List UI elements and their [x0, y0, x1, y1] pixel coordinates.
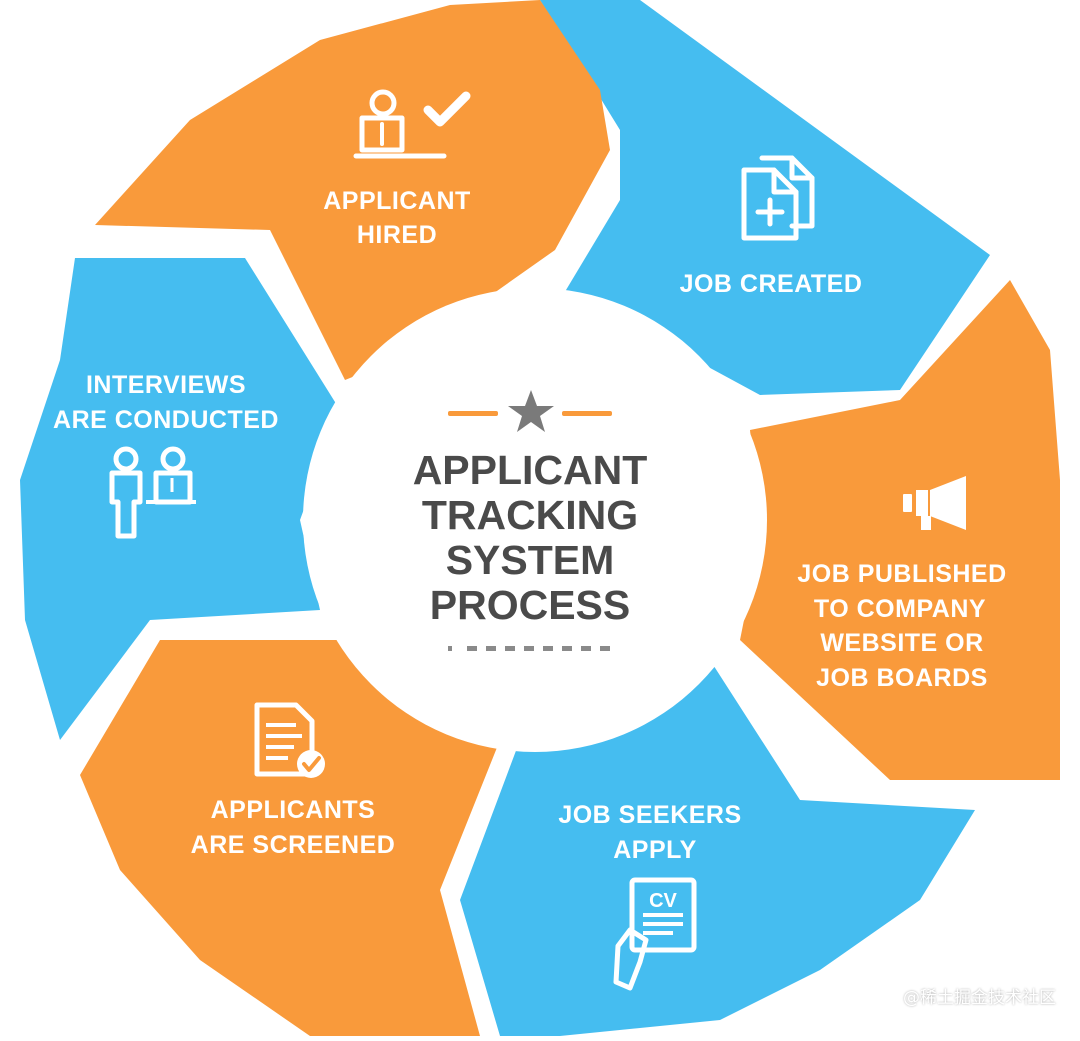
step-label-applicants-screened: APPLICANTS ARE SCREENED [191, 796, 396, 859]
divider-dot [467, 646, 477, 651]
divider-dot [543, 646, 553, 651]
label-applicants-screened-line-2: ARE SCREENED [191, 831, 396, 859]
segment-applicants-screened[interactable] [80, 640, 500, 1036]
label-interviews-line-1: INTERVIEWS [86, 371, 246, 399]
divider-dot [562, 646, 572, 651]
cv-icon-text: CV [649, 890, 677, 912]
segment-job-seekers-apply[interactable] [460, 660, 975, 1036]
ornament-line-right [562, 411, 612, 416]
star-icon [508, 390, 554, 432]
divider-dot [486, 646, 496, 651]
hired-person-check-icon [353, 89, 471, 159]
label-applicant-hired-line-1: APPLICANT [323, 187, 471, 215]
label-interviews-line-2: ARE CONDUCTED [53, 406, 279, 434]
label-job-published-line-1: JOB PUBLISHED [797, 560, 1006, 588]
divider-dot [600, 646, 610, 651]
step-label-interviews-conducted: INTERVIEWS ARE CONDUCTED [53, 371, 279, 434]
center-title: APPLICANT TRACKING SYSTEM PROCESS [413, 447, 648, 628]
segment-applicant-hired[interactable] [95, 0, 610, 380]
label-job-seekers-line-1: JOB SEEKERS [558, 801, 741, 829]
divider-dot [448, 646, 452, 651]
segment-interviews-conducted[interactable] [20, 258, 340, 740]
center-ornament [448, 390, 612, 432]
label-applicants-screened-line-1: APPLICANTS [211, 796, 376, 824]
segment-job-created[interactable] [540, 0, 990, 395]
cv-hand-icon: CV [613, 877, 697, 991]
divider-dot [524, 646, 534, 651]
label-applicant-hired-line-2: HIRED [357, 221, 437, 249]
divider-dot [581, 646, 591, 651]
step-label-job-published: JOB PUBLISHED TO COMPANY WEBSITE OR JOB … [797, 560, 1006, 692]
label-job-created-line-1: JOB CREATED [680, 270, 863, 298]
center-title-line-4: PROCESS [430, 582, 631, 628]
document-add-icon [741, 155, 815, 241]
label-job-published-line-4: JOB BOARDS [816, 664, 988, 692]
step-label-job-seekers-apply: JOB SEEKERS APPLY [558, 801, 741, 864]
divider-dot [505, 646, 515, 651]
center-title-line-2: TRACKING [422, 492, 638, 538]
interview-people-icon [109, 446, 196, 539]
document-check-icon [254, 702, 325, 778]
label-job-published-line-2: TO COMPANY [814, 595, 986, 623]
center-circle [303, 288, 767, 752]
ornament-line-left [448, 411, 498, 416]
megaphone-icon [903, 476, 966, 530]
center-title-line-1: APPLICANT [413, 447, 648, 493]
step-label-job-created: JOB CREATED [680, 270, 863, 298]
label-job-seekers-line-2: APPLY [613, 836, 697, 864]
watermark-text: @稀土掘金技术社区 [903, 988, 1056, 1008]
center-title-line-3: SYSTEM [446, 537, 615, 583]
segment-job-published[interactable] [740, 280, 1060, 780]
dotted-divider [448, 646, 610, 651]
step-label-applicant-hired: APPLICANT HIRED [323, 187, 471, 249]
segment-group [20, 0, 1060, 1036]
label-job-published-line-3: WEBSITE OR [820, 629, 983, 657]
